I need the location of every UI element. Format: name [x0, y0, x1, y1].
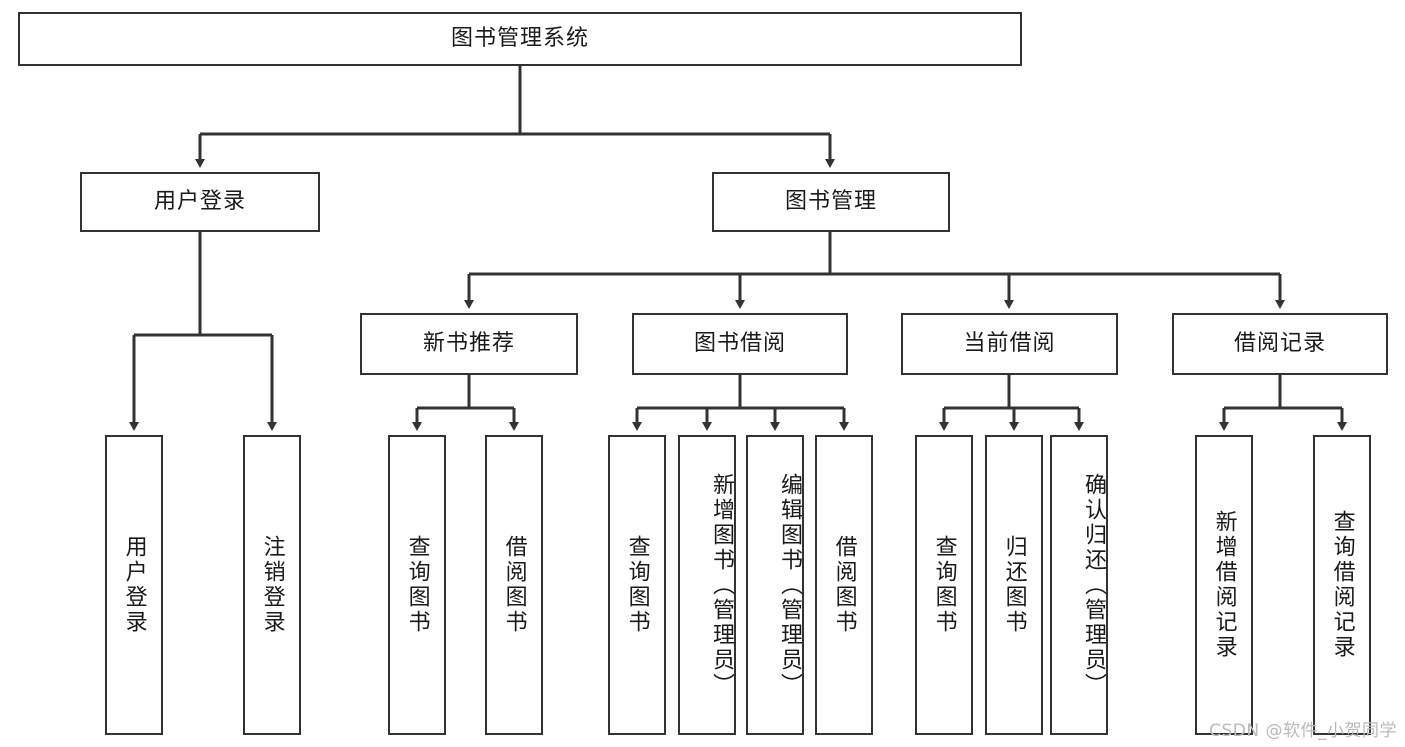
node-leaf-confirm-return-label: 确认归还（管理员）	[1081, 472, 1106, 698]
node-user-login-label: 用户登录	[153, 189, 246, 215]
node-borrow-record[interactable]: 借阅记录	[1172, 313, 1388, 375]
node-book-borrow-label: 图书借阅	[693, 331, 786, 357]
node-leaf-edit-book[interactable]: 编辑图书（管理员）	[746, 435, 804, 735]
node-leaf-add-record-label: 新增借阅记录	[1211, 510, 1237, 660]
node-leaf-add-record[interactable]: 新增借阅记录	[1195, 435, 1253, 735]
node-borrow-record-label: 借阅记录	[1233, 331, 1326, 357]
node-leaf-borrow-book-2-label: 借阅图书	[831, 535, 857, 635]
node-leaf-user-login-label: 用户登录	[121, 535, 147, 635]
csdn-watermark: CSDN @软件_小贺同学	[1209, 721, 1397, 741]
node-leaf-borrow-book-1[interactable]: 借阅图书	[485, 435, 543, 735]
node-leaf-query-book-2[interactable]: 查询图书	[608, 435, 666, 735]
node-leaf-confirm-return[interactable]: 确认归还（管理员）	[1050, 435, 1108, 735]
node-leaf-logout-label: 注销登录	[259, 535, 285, 635]
node-book-manage[interactable]: 图书管理	[712, 172, 950, 232]
node-root-label: 图书管理系统	[450, 26, 589, 52]
node-leaf-query-book-2-label: 查询图书	[624, 535, 650, 635]
node-leaf-return-book[interactable]: 归还图书	[985, 435, 1043, 735]
node-leaf-query-book-3-label: 查询图书	[931, 535, 957, 635]
node-current-borrow-label: 当前借阅	[963, 331, 1056, 357]
node-leaf-return-book-label: 归还图书	[1001, 535, 1027, 635]
node-current-borrow[interactable]: 当前借阅	[901, 313, 1118, 375]
node-leaf-logout[interactable]: 注销登录	[243, 435, 301, 735]
node-book-borrow[interactable]: 图书借阅	[632, 313, 848, 375]
node-new-book-recommend[interactable]: 新书推荐	[360, 313, 578, 375]
node-root[interactable]: 图书管理系统	[18, 12, 1022, 66]
node-leaf-query-book-1[interactable]: 查询图书	[388, 435, 446, 735]
node-leaf-add-book-label: 新增图书（管理员）	[709, 472, 734, 698]
node-new-book-recommend-label: 新书推荐	[422, 331, 515, 357]
node-leaf-add-book[interactable]: 新增图书（管理员）	[678, 435, 736, 735]
node-leaf-edit-book-label: 编辑图书（管理员）	[777, 472, 802, 698]
node-leaf-query-record-label: 查询借阅记录	[1329, 510, 1355, 660]
node-user-login[interactable]: 用户登录	[80, 172, 320, 232]
node-leaf-user-login[interactable]: 用户登录	[105, 435, 163, 735]
node-leaf-query-book-1-label: 查询图书	[404, 535, 430, 635]
node-leaf-query-book-3[interactable]: 查询图书	[915, 435, 973, 735]
node-leaf-borrow-book-2[interactable]: 借阅图书	[815, 435, 873, 735]
node-book-manage-label: 图书管理	[784, 189, 877, 215]
node-leaf-query-record[interactable]: 查询借阅记录	[1313, 435, 1371, 735]
node-leaf-borrow-book-1-label: 借阅图书	[501, 535, 527, 635]
